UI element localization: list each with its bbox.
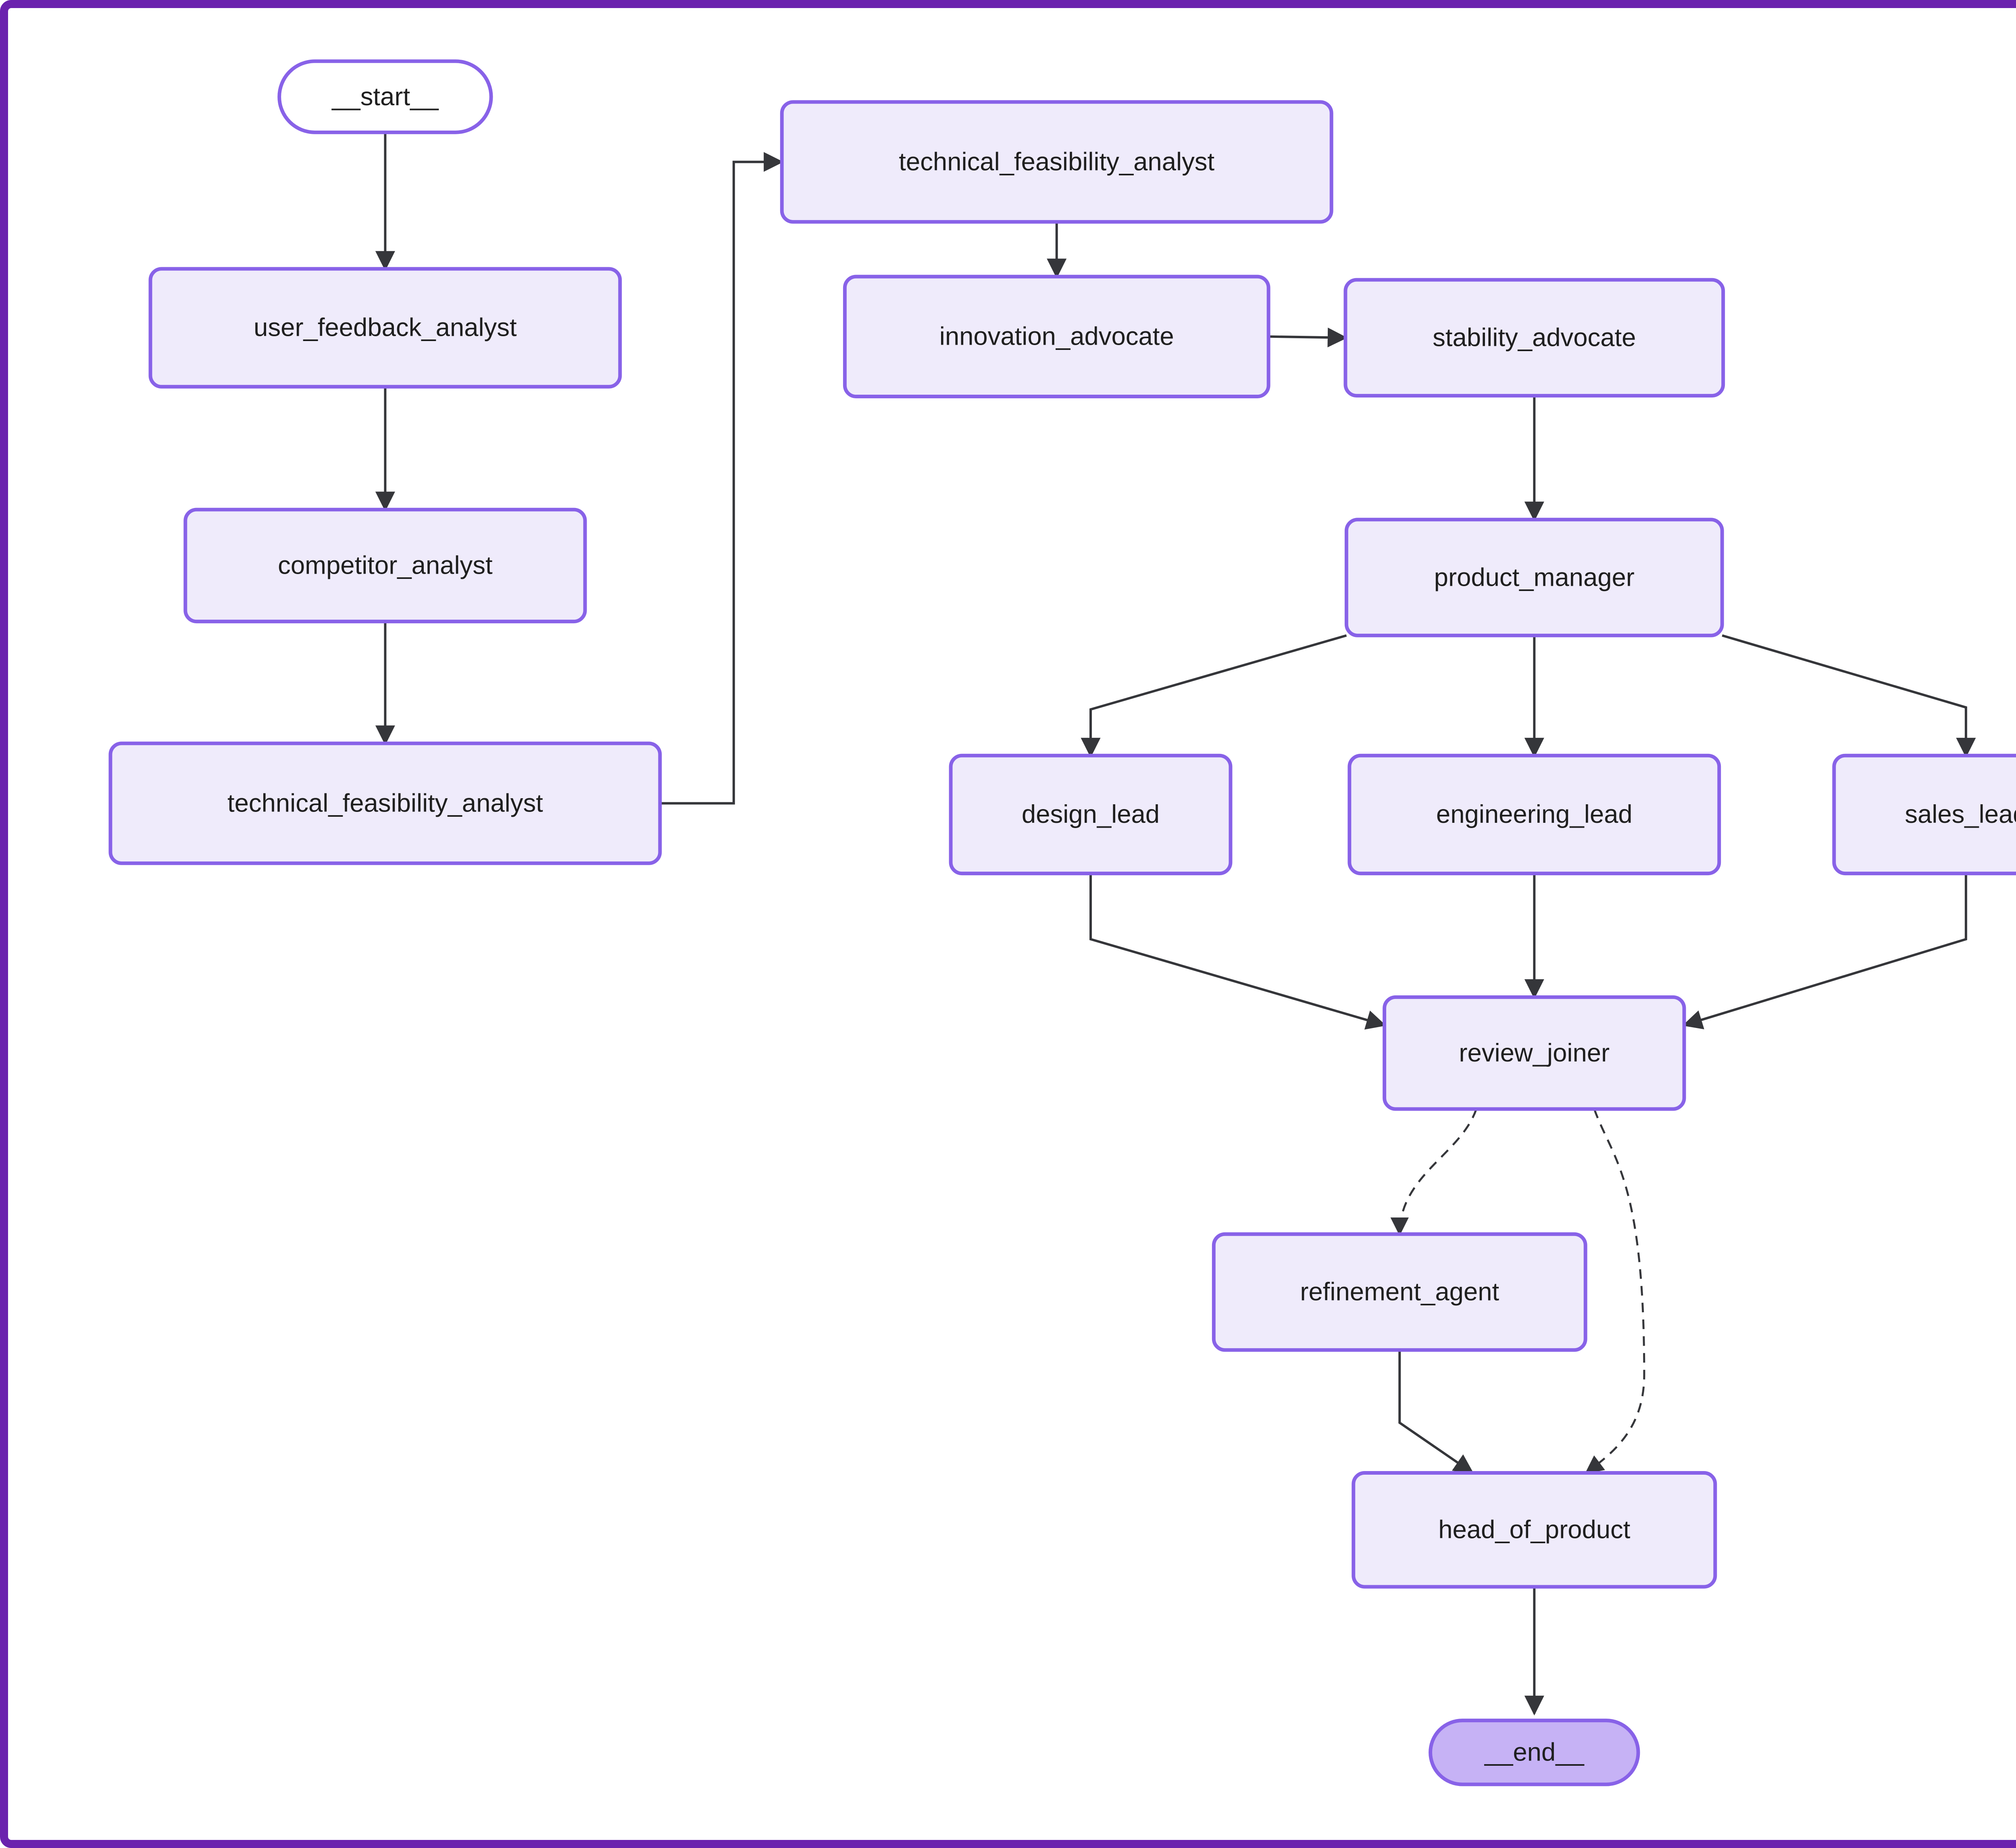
node-box-competitor_analyst[interactable]	[183, 508, 587, 624]
node-box-end[interactable]	[1429, 1719, 1640, 1786]
edge-review_joiner-to-refinement_agent	[1390, 1109, 1477, 1236]
node-stability_advocate[interactable]: stability_advocate	[1343, 278, 1725, 397]
node-box-start[interactable]	[277, 59, 493, 134]
node-box-refinement_agent[interactable]	[1212, 1232, 1587, 1352]
node-box-sales_lead[interactable]	[1832, 753, 2016, 876]
node-technical_feasibility_analyst_top[interactable]: technical_feasibility_analyst	[780, 100, 1333, 224]
node-box-user_feedback_analyst[interactable]	[148, 267, 622, 389]
node-engineering_lead[interactable]: engineering_lead	[1347, 753, 1721, 876]
edges-layer	[375, 132, 1976, 1716]
edge-product_manager-to-sales_lead	[1722, 634, 1976, 758]
node-box-head_of_product[interactable]	[1352, 1471, 1717, 1589]
node-box-innovation_advocate[interactable]	[843, 275, 1270, 398]
edge-sales_lead-to-review_joiner	[1682, 874, 1967, 1030]
node-end[interactable]: __end__	[1429, 1719, 1640, 1786]
node-box-design_lead[interactable]	[949, 753, 1233, 876]
node-box-technical_feasibility_analyst_left[interactable]	[108, 741, 662, 865]
node-box-engineering_lead[interactable]	[1347, 753, 1721, 876]
node-box-review_joiner[interactable]	[1383, 995, 1686, 1111]
node-sales_lead[interactable]: sales_lead	[1832, 753, 2016, 876]
node-refinement_agent[interactable]: refinement_agent	[1212, 1232, 1587, 1352]
node-start[interactable]: __start__	[277, 59, 493, 134]
node-box-product_manager[interactable]	[1344, 518, 1724, 637]
edge-innovation_advocate-to-stability_advocate	[1268, 327, 1347, 348]
edge-product_manager-to-design_lead	[1081, 634, 1347, 758]
edge-technical_feasibility_analyst_left-to-technical_feasibility_analyst_top	[660, 152, 784, 805]
node-innovation_advocate[interactable]: innovation_advocate	[843, 275, 1270, 398]
node-user_feedback_analyst[interactable]: user_feedback_analyst	[148, 267, 622, 389]
node-head_of_product[interactable]: head_of_product	[1352, 1471, 1717, 1589]
flowchart-svg: __start__ user_feedback_analyst competitor…	[108, 59, 2016, 1786]
nodes-layer: __start__ user_feedback_analyst competitor…	[108, 59, 2016, 1786]
node-competitor_analyst[interactable]: competitor_analyst	[183, 508, 587, 624]
edge-design_lead-to-review_joiner	[1089, 874, 1386, 1030]
edge-refinement_agent-to-head_of_product	[1398, 1350, 1474, 1474]
node-technical_feasibility_analyst_left[interactable]: technical_feasibility_analyst	[108, 741, 662, 865]
node-design_lead[interactable]: design_lead	[949, 753, 1233, 876]
node-box-stability_advocate[interactable]	[1343, 278, 1725, 397]
node-product_manager[interactable]: product_manager	[1344, 518, 1724, 637]
edge-review_joiner-to-head_of_product	[1585, 1109, 1645, 1474]
node-review_joiner[interactable]: review_joiner	[1383, 995, 1686, 1111]
node-box-technical_feasibility_analyst_top[interactable]	[780, 100, 1333, 224]
